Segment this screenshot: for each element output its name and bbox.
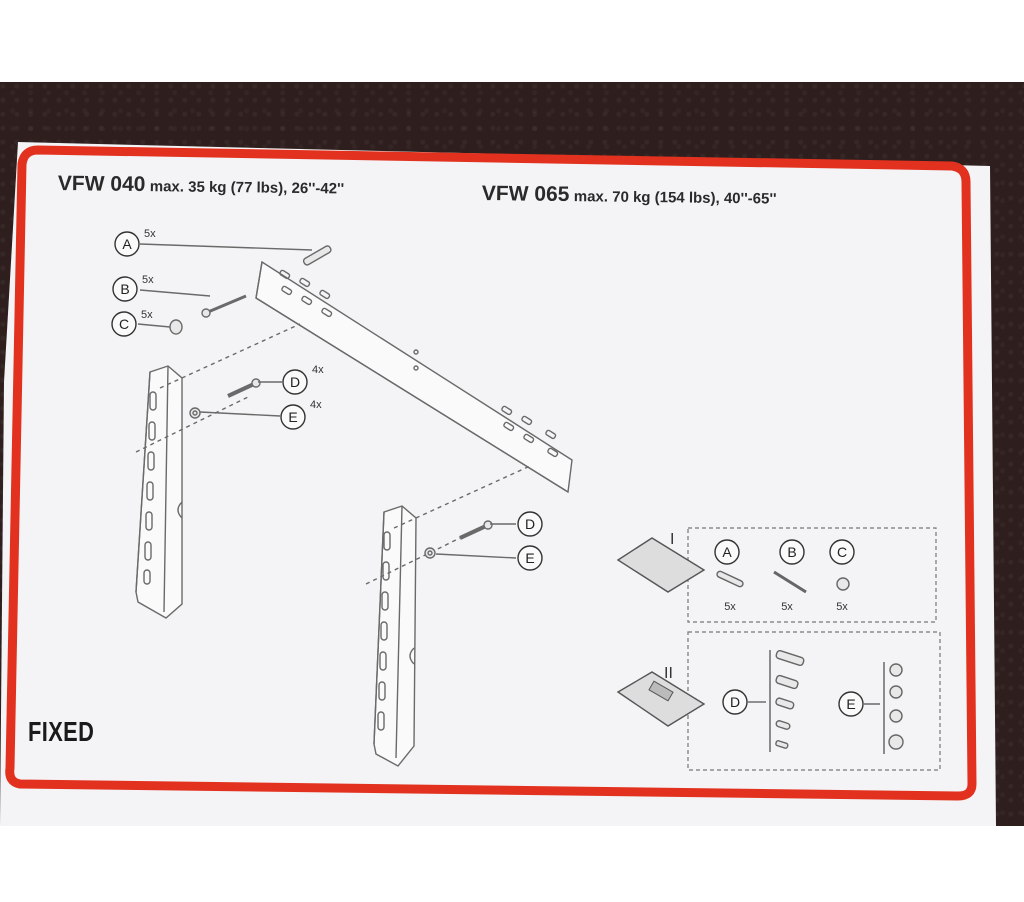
alignment-lines bbox=[135, 323, 531, 585]
callout-e-right-circle bbox=[517, 545, 543, 571]
right-bracket bbox=[373, 505, 417, 767]
callout-d-right: D bbox=[525, 516, 535, 532]
vfw065-model: VFW 065 bbox=[481, 182, 570, 207]
vfw065-heading: VFW 065 max. 70 kg (154 lbs), 40''-65'' bbox=[482, 182, 777, 210]
fixed-label: FIXED bbox=[28, 716, 95, 747]
callout-d-circle bbox=[282, 369, 308, 395]
bolt-d-left bbox=[227, 378, 261, 398]
qty-d: 4x bbox=[312, 364, 324, 376]
instruction-sheet: A B C D E D E 5x 5x 5x 4x 4x I A B bbox=[0, 142, 996, 826]
callout-e-right: E bbox=[525, 550, 534, 566]
pack-2: II D E bbox=[616, 631, 941, 771]
bolt-d-right bbox=[459, 520, 493, 540]
pack-1-roman: I bbox=[670, 531, 674, 548]
left-bracket bbox=[135, 365, 183, 619]
pack-2-label-d: D bbox=[730, 694, 740, 710]
vfw065-spec: max. 70 kg (154 lbs), 40''-65'' bbox=[573, 188, 777, 208]
callout-c-circle bbox=[111, 311, 137, 337]
pack-1-label-c: C bbox=[837, 544, 847, 560]
vfw040-spec: max. 35 kg (77 lbs), 26''-42'' bbox=[149, 178, 345, 198]
callout-b-circle bbox=[112, 276, 138, 302]
pack-1-qty-c: 5x bbox=[836, 601, 848, 613]
qty-b: 5x bbox=[142, 274, 154, 286]
bolt-b bbox=[201, 294, 247, 318]
pack-1: I A B C 5x 5x 5x bbox=[616, 527, 937, 623]
pack-1-label-b: B bbox=[787, 544, 796, 560]
photo: A B C D E D E 5x 5x 5x 4x 4x I A B bbox=[0, 82, 1024, 826]
cap-c bbox=[169, 319, 183, 335]
rail-slots bbox=[279, 269, 559, 458]
anchor-a bbox=[302, 245, 332, 266]
leader-lines bbox=[137, 243, 517, 559]
callout-b: B bbox=[120, 281, 129, 297]
pack-2-roman: II bbox=[664, 665, 673, 682]
callout-a: A bbox=[122, 236, 132, 252]
callout-a-circle bbox=[114, 231, 140, 257]
qty-a: 5x bbox=[144, 228, 156, 240]
washer-e-right bbox=[424, 547, 436, 559]
bag-1-icon bbox=[616, 537, 706, 593]
callout-c: C bbox=[119, 316, 129, 332]
vfw040-heading: VFW 040 max. 35 kg (77 lbs), 26''-42'' bbox=[58, 172, 345, 199]
callout-e: E bbox=[288, 409, 297, 425]
pack-1-qty-b: 5x bbox=[781, 601, 793, 613]
callout-d: D bbox=[290, 374, 300, 390]
washer-e-left bbox=[189, 407, 201, 419]
qty-c: 5x bbox=[141, 309, 153, 321]
vfw040-model: VFW 040 bbox=[57, 172, 146, 197]
bag-2-icon bbox=[616, 671, 706, 727]
callout-e-circle bbox=[280, 404, 306, 430]
red-border bbox=[5, 145, 977, 801]
pack-1-label-a: A bbox=[722, 544, 732, 560]
qty-e: 4x bbox=[310, 399, 322, 411]
paper bbox=[0, 142, 996, 826]
callout-d-right-circle bbox=[517, 511, 543, 537]
pack-2-label-e: E bbox=[846, 696, 855, 712]
pack-1-qty-a: 5x bbox=[724, 601, 736, 613]
